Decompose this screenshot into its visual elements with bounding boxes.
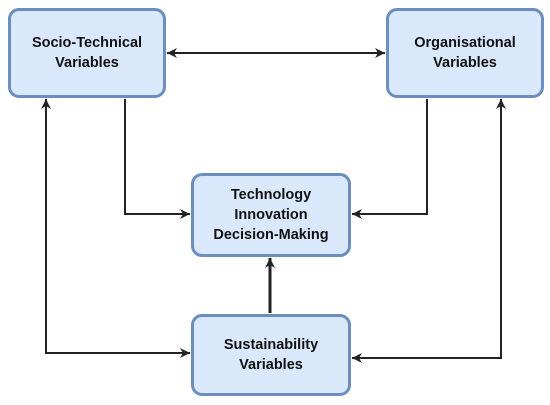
edge-org-tech	[352, 99, 428, 219]
node-technology-innovation-decision-making: Technology Innovation Decision-Making	[191, 173, 351, 257]
edge-sust-org	[352, 99, 506, 363]
node-label: Socio-Technical Variables	[31, 35, 143, 71]
node-socio-technical-variables: Socio-Technical Variables	[8, 8, 166, 98]
node-label: Sustainability Variables	[223, 337, 319, 373]
node-organisational-variables: Organisational Variables	[386, 8, 544, 98]
node-sustainability-variables: Sustainability Variables	[191, 314, 351, 396]
node-label: Technology Innovation Decision-Making	[213, 187, 329, 243]
edge-sust-socio	[41, 99, 190, 358]
edge-socio-tech	[124, 99, 190, 219]
node-label: Organisational Variables	[414, 35, 516, 71]
